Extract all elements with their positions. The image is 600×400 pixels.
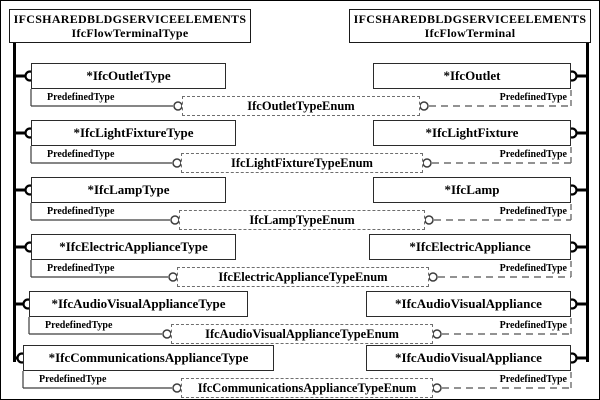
enum-type-box: IfcAudioVisualApplianceTypeEnum xyxy=(171,324,433,344)
entity-box-right: *IfcOutlet xyxy=(373,63,571,89)
enum-type-box: IfcLampTypeEnum xyxy=(179,210,425,230)
entity-box-left: *IfcCommunicationsApplianceType xyxy=(23,345,274,371)
enum-type-box: IfcLightFixtureTypeEnum xyxy=(181,153,423,173)
entity-box-left: *IfcAudioVisualApplianceType xyxy=(29,291,248,317)
schema-name: IFCSHAREDBLDGSERVICEELEMENTS xyxy=(353,12,587,26)
left-bus-line xyxy=(13,43,16,362)
connector-lines xyxy=(13,241,589,282)
entity-box-right: *IfcLamp xyxy=(373,177,571,203)
schema-header-right: IFCSHAREDBLDGSERVICEELEMENTS IfcFlowTerm… xyxy=(349,9,591,43)
schema-name: IFCSHAREDBLDGSERVICEELEMENTS xyxy=(13,12,247,26)
attribute-label-left: PredefinedType xyxy=(47,92,115,103)
attribute-label-right: PredefinedType xyxy=(499,263,567,274)
entity-box-right: *IfcElectricAppliance xyxy=(369,234,571,260)
entity-box-left: *IfcLampType xyxy=(31,177,226,203)
attribute-label-right: PredefinedType xyxy=(499,320,567,331)
enum-type-box: IfcCommunicationsApplianceTypeEnum xyxy=(181,378,433,398)
entity-box-right: *IfcAudioVisualAppliance xyxy=(366,291,571,317)
attribute-label-left: PredefinedType xyxy=(39,374,107,385)
schema-subtitle: IfcFlowTerminalType xyxy=(71,26,189,40)
entity-box-left: *IfcOutletType xyxy=(31,63,226,89)
attribute-label-left: PredefinedType xyxy=(47,149,115,160)
attribute-label-right: PredefinedType xyxy=(499,206,567,217)
attribute-label-left: PredefinedType xyxy=(47,206,115,217)
entity-box-right: *IfcAudioVisualAppliance xyxy=(366,345,571,371)
schema-subtitle: IfcFlowTerminal xyxy=(424,26,516,40)
attribute-label-right: PredefinedType xyxy=(499,149,567,160)
right-bus-line xyxy=(586,43,589,362)
attribute-label-left: PredefinedType xyxy=(45,320,113,331)
attribute-label-right: PredefinedType xyxy=(499,374,567,385)
entity-box-right: *IfcLightFixture xyxy=(373,120,571,146)
enum-type-box: IfcElectricApplianceTypeEnum xyxy=(177,267,429,287)
attribute-label-right: PredefinedType xyxy=(499,92,567,103)
entity-box-left: *IfcLightFixtureType xyxy=(31,120,236,146)
entity-box-left: *IfcElectricApplianceType xyxy=(31,234,236,260)
schema-header-left: IFCSHAREDBLDGSERVICEELEMENTS IfcFlowTerm… xyxy=(9,9,251,43)
attribute-label-left: PredefinedType xyxy=(47,263,115,274)
enum-type-box: IfcOutletTypeEnum xyxy=(182,96,420,116)
